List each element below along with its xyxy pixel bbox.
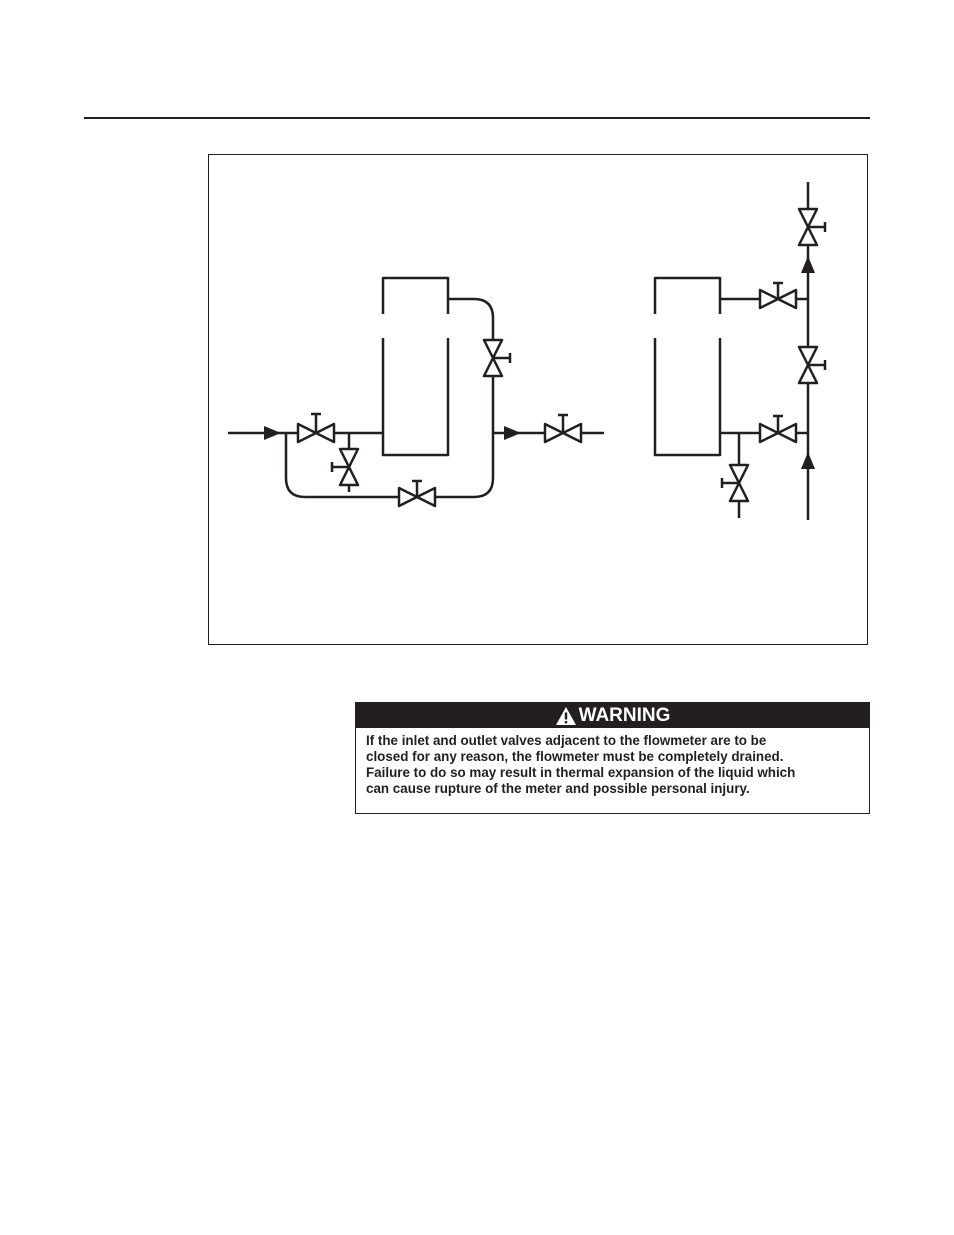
flowmeter-body-horizontal — [383, 278, 448, 455]
warning-line: can cause rupture of the meter and possi… — [366, 781, 861, 797]
inlet-flow-arrow — [264, 426, 281, 440]
warning-title: WARNING — [579, 705, 671, 727]
outlet-valve — [545, 415, 581, 442]
bypass-pipe — [286, 375, 493, 497]
outlet-isolation-valve — [484, 340, 510, 376]
vertical-installation — [655, 182, 825, 520]
vertical-outlet-valve — [760, 283, 796, 308]
vertical-bypass-valve — [799, 347, 825, 383]
outlet-flow-arrow — [504, 426, 521, 440]
drain-valve-horizontal — [332, 449, 358, 485]
warning-text: If the inlet and outlet valves adjacent … — [356, 728, 869, 797]
lower-flow-arrow — [801, 452, 815, 469]
warning-line: closed for any reason, the flowmeter mus… — [366, 749, 861, 765]
vertical-inlet-valve — [760, 416, 796, 442]
warning-line: Failure to do so may result in thermal e… — [366, 765, 861, 781]
meter-outlet-pipe — [448, 299, 493, 340]
warning-triangle-icon — [555, 706, 577, 726]
bypass-valve — [399, 481, 435, 506]
upper-flow-arrow — [801, 256, 815, 273]
inlet-valve — [298, 414, 334, 442]
flowmeter-body-vertical — [655, 278, 720, 455]
warning-line: If the inlet and outlet valves adjacent … — [366, 733, 861, 749]
drain-valve-vertical — [722, 465, 748, 501]
top-valve — [799, 209, 825, 245]
horizontal-installation — [228, 278, 604, 506]
warning-header: WARNING — [356, 703, 869, 728]
warning-box: WARNING If the inlet and outlet valves a… — [355, 702, 870, 814]
